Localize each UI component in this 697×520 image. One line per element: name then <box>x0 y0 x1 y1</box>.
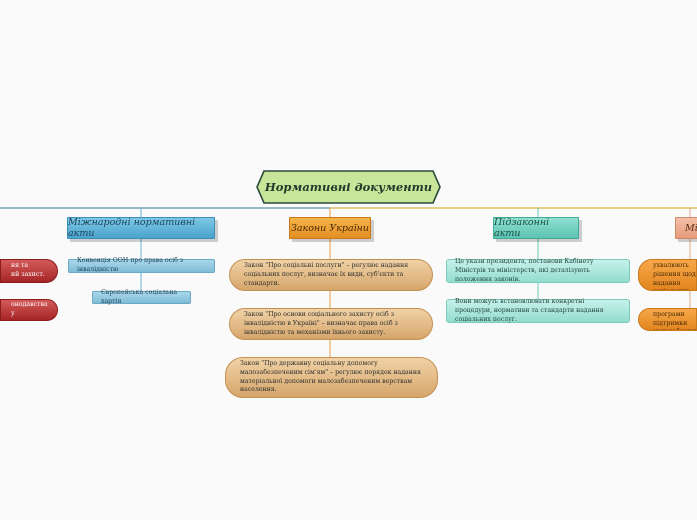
root-node[interactable]: Нормативні документи <box>256 170 441 204</box>
leaf-local-authorities[interactable]: Органи місцевого самоврядування ухвалюют… <box>638 259 697 291</box>
category-international-acts[interactable]: Міжнародні нормативні акти <box>67 217 215 239</box>
category-label: Закони України <box>290 222 370 234</box>
leaf-text: ня та ий захист. <box>11 262 45 278</box>
leaf-law-social-services[interactable]: Закон "Про соціальні послуги" – регулює … <box>229 259 433 291</box>
leaf-text: Європейська соціальна хартія <box>101 288 178 305</box>
leaf-text: онодавства у <box>11 301 48 317</box>
leaf-text: Це можуть бути програми підтримки малоза… <box>653 310 696 330</box>
leaf-text: Органи місцевого самоврядування ухвалюют… <box>653 261 696 290</box>
root-label: Нормативні документи <box>264 180 433 194</box>
leaf-law-state-assistance[interactable]: Закон "Про державну соціальну допомогу м… <box>225 357 438 398</box>
leaf-text: Закон "Про соціальні послуги" – регулює … <box>244 261 409 287</box>
leaf-un-convention[interactable]: Конвенція ООН про права осіб з інвалідні… <box>68 257 215 273</box>
leaf-european-charter[interactable]: Європейська соціальна хартія <box>92 288 191 305</box>
leaf-left-partial-2[interactable]: онодавства у <box>0 299 58 321</box>
category-bylaws[interactable]: Підзаконні акти <box>493 217 579 239</box>
leaf-left-partial-1[interactable]: ня та ий захист. <box>0 259 58 283</box>
leaf-local-programs[interactable]: Це можуть бути програми підтримки малоза… <box>638 308 697 331</box>
leaf-bylaws-decrees[interactable]: Це укази президента, постанови Кабінету … <box>446 257 630 283</box>
root-shape <box>256 170 441 204</box>
leaf-text: Це укази президента, постанови Кабінету … <box>455 257 594 283</box>
category-laws-of-ukraine[interactable]: Закони України <box>289 217 371 239</box>
category-label: Мі <box>685 222 697 234</box>
leaf-bylaws-procedures[interactable]: Вони можуть встановлювати конкретні проц… <box>446 297 630 323</box>
leaf-text: Конвенція ООН про права осіб з інвалідні… <box>77 257 184 273</box>
leaf-law-disability-protection[interactable]: Закон "Про основи соціального захисту ос… <box>229 308 433 340</box>
category-label: Підзаконні акти <box>494 217 550 239</box>
leaf-text: Закон "Про державну соціальну допомогу м… <box>240 359 421 394</box>
leaf-text: Вони можуть встановлювати конкретні проц… <box>455 297 604 323</box>
category-label: Міжнародні нормативні акти <box>68 217 196 239</box>
category-local-acts[interactable]: Мі <box>675 217 697 239</box>
leaf-text: Закон "Про основи соціального захисту ос… <box>244 310 398 336</box>
